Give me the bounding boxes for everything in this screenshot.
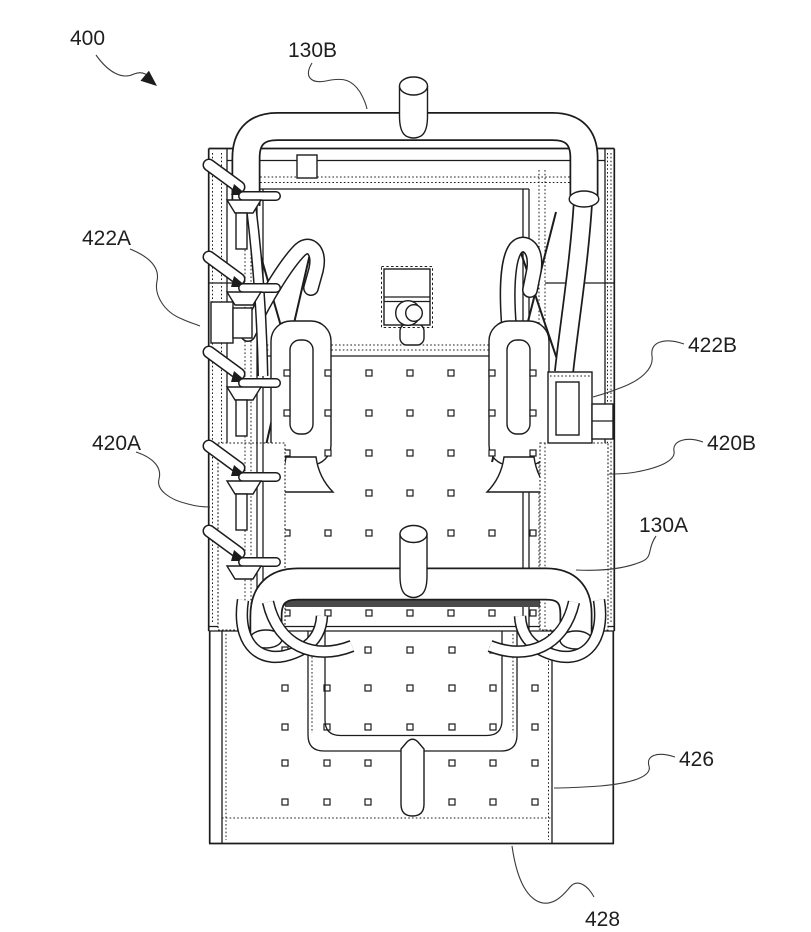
ref-428: 428: [511, 845, 620, 931]
lower-pipe-130A: [235, 524, 607, 664]
pipe-under-loops: [235, 599, 607, 664]
ref-420B: 420B: [608, 432, 756, 475]
ref-426: 426: [553, 748, 714, 789]
ref-label-130A: 130A: [639, 514, 688, 537]
ref-label-400: 400: [70, 27, 105, 50]
ref-130B: 130B: [288, 39, 368, 110]
center-cylinder: [399, 533, 428, 599]
ref-420A: 420A: [92, 432, 211, 508]
top-bracket: [296, 154, 318, 179]
ref-422A: 422A: [82, 227, 201, 327]
ref-label-426: 426: [679, 748, 714, 771]
arrowhead-icon: [140, 70, 157, 86]
camera-module: [381, 266, 433, 346]
panel-shadow-band: [285, 599, 588, 607]
ref-label-428: 428: [585, 908, 620, 931]
spray-assembly-left: [202, 158, 281, 580]
valve-block-422B: [547, 371, 614, 444]
ref-label-420A: 420A: [92, 432, 141, 455]
ref-label-130B: 130B: [288, 39, 337, 62]
hook-loop-right: [485, 236, 553, 493]
ref-label-422A: 422A: [82, 227, 131, 250]
lower-chamber: [208, 631, 615, 845]
top-pipe-130B: [231, 76, 600, 208]
drain-tube: [400, 738, 425, 817]
ref-label-420B: 420B: [707, 432, 756, 455]
actuator-block-422A: [210, 301, 234, 344]
port-cylinder-top: [398, 86, 429, 139]
ref-130A: 130A: [575, 514, 688, 571]
pipe-end-cap: [568, 190, 600, 208]
ref-label-422B: 422B: [688, 334, 737, 357]
ref-400: 400: [70, 27, 157, 86]
ref-422B: 422B: [592, 334, 737, 398]
hose-right: [554, 201, 593, 374]
